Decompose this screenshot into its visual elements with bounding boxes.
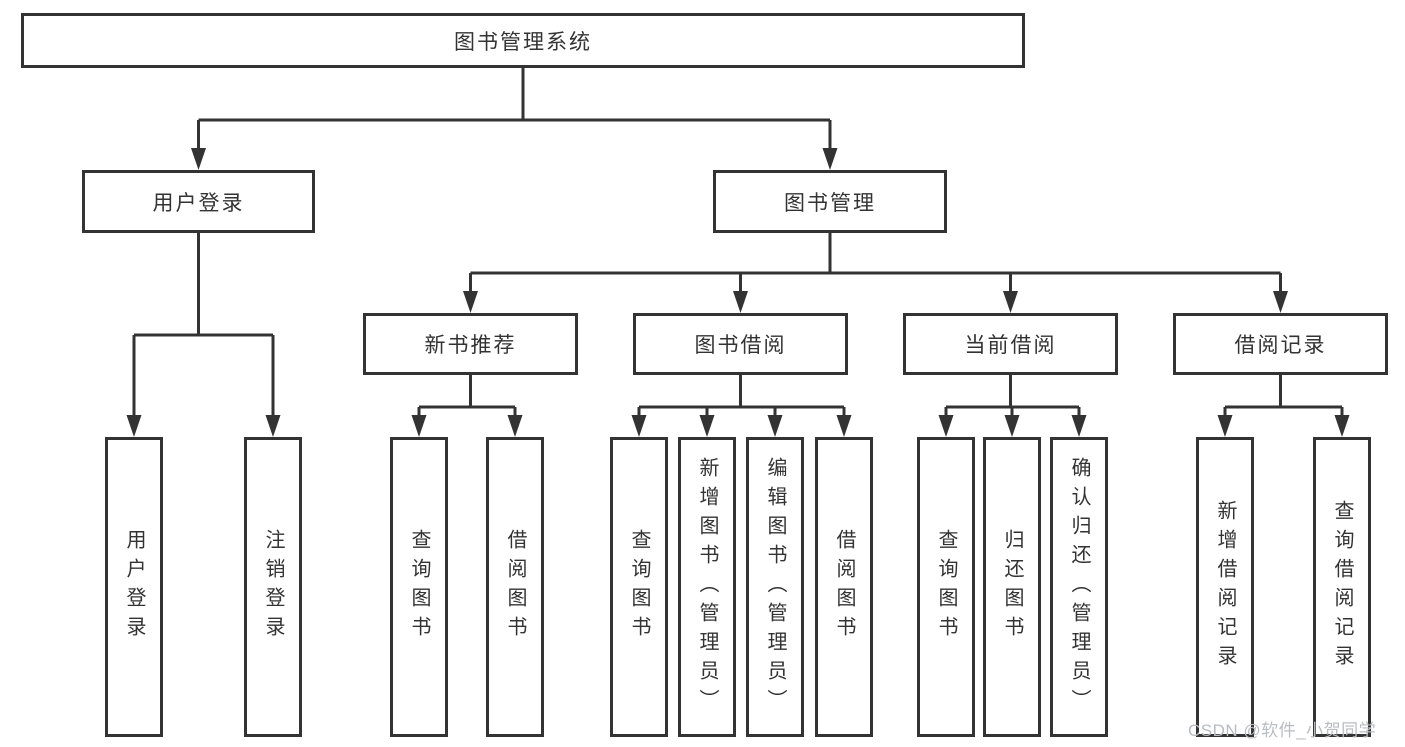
node-new-book-recommendation: 新书推荐	[363, 313, 578, 375]
node-label: 确认归还（管理员）	[1068, 456, 1090, 718]
node-label: 借阅图书	[833, 529, 855, 645]
node-label: 用户登录	[123, 529, 145, 645]
tree-edges	[132, 68, 1344, 420]
node-library-management-system: 图书管理系统	[21, 13, 1025, 68]
node-label: 图书管理	[784, 191, 876, 215]
node-label: 新增图书（管理员）	[696, 456, 718, 718]
leaf-edit-books-admin: 编辑图书（管理员）	[746, 437, 804, 737]
node-label: 图书借阅	[694, 334, 787, 357]
csdn-watermark: CSDN @软件_小贺同学	[1188, 721, 1377, 740]
leaf-query-books: 查询图书	[390, 437, 448, 737]
leaf-query-borrow-record: 查询借阅记录	[1313, 437, 1371, 737]
node-label: 当前借阅	[964, 334, 1057, 357]
node-label: 图书管理系统	[454, 30, 592, 54]
leaf-borrow-books: 借阅图书	[486, 437, 544, 737]
leaf-add-borrow-record: 新增借阅记录	[1196, 437, 1254, 737]
arrow-down-icons	[126, 148, 1350, 437]
node-current-borrowing: 当前借阅	[903, 313, 1118, 375]
node-label: 借阅图书	[504, 529, 526, 645]
leaf-query-books: 查询图书	[610, 437, 668, 737]
node-label: 归还图书	[1001, 529, 1023, 645]
leaf-confirm-return-admin: 确认归还（管理员）	[1050, 437, 1108, 737]
node-label: 新增借阅记录	[1214, 500, 1236, 674]
node-book-management: 图书管理	[713, 170, 947, 233]
leaf-return-books: 归还图书	[983, 437, 1041, 737]
leaf-query-books: 查询图书	[917, 437, 975, 737]
node-label: 借阅记录	[1234, 334, 1327, 357]
node-label: 新书推荐	[424, 334, 517, 357]
node-user-login: 用户登录	[82, 170, 315, 233]
node-label: 注销登录	[262, 529, 284, 645]
node-label: 查询借阅记录	[1331, 500, 1353, 674]
node-borrowing-records: 借阅记录	[1173, 313, 1388, 375]
leaf-logout: 注销登录	[244, 437, 302, 737]
node-label: 查询图书	[935, 529, 957, 645]
node-label: 查询图书	[408, 529, 430, 645]
node-label: 查询图书	[628, 529, 650, 645]
leaf-add-books-admin: 新增图书（管理员）	[678, 437, 736, 737]
node-label: 用户登录	[152, 191, 245, 215]
leaf-user-login: 用户登录	[105, 437, 163, 737]
node-book-borrowing: 图书借阅	[633, 313, 848, 375]
leaf-borrow-books: 借阅图书	[815, 437, 873, 737]
node-label: 编辑图书（管理员）	[764, 456, 786, 718]
